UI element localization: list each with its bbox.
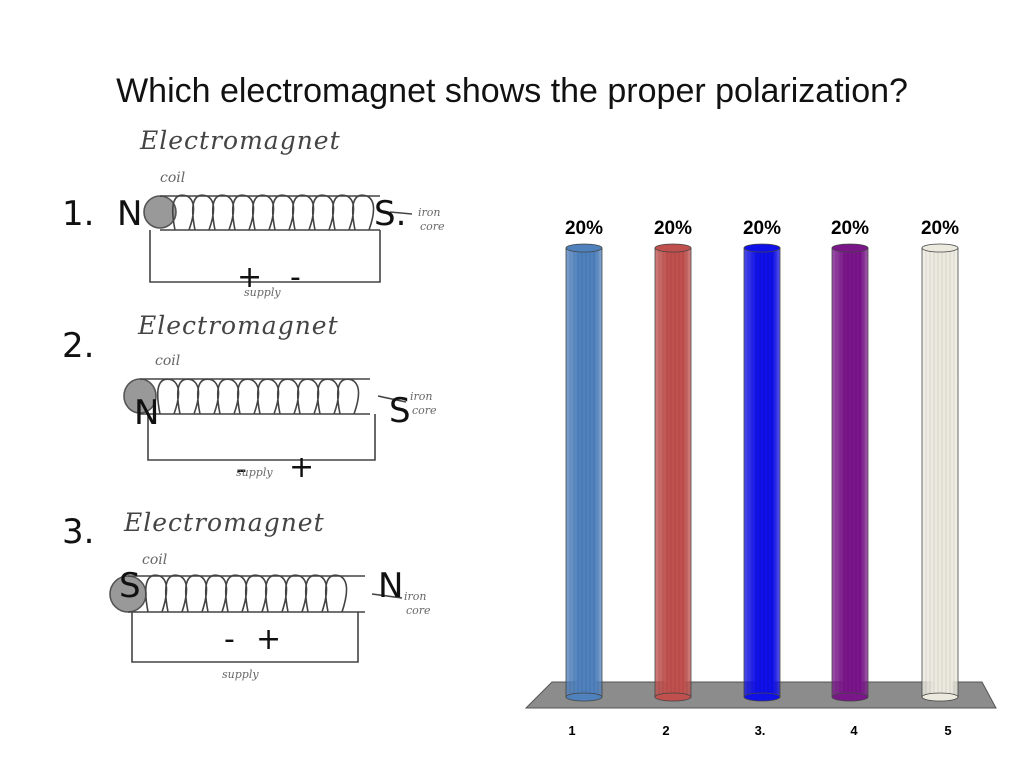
bar-2 <box>654 243 692 702</box>
supply-label: supply <box>244 286 281 299</box>
bar-value-label: 20% <box>831 218 869 239</box>
supply-sign-right: + <box>256 622 282 657</box>
diagram-heading: Electromagnet <box>124 508 325 537</box>
category-label: 1 <box>568 723 575 738</box>
left-pole-label: N <box>134 393 160 433</box>
bar-value-label: 20% <box>743 218 781 239</box>
category-label: 4 <box>850 723 858 738</box>
supply-sign-right: + <box>289 450 315 485</box>
category-label: 3. <box>755 723 766 738</box>
core-label-bottom: core <box>406 604 431 617</box>
electromagnet-sketches <box>109 194 413 663</box>
core-label-bottom: core <box>420 220 445 233</box>
right-pole-label: S <box>389 391 411 431</box>
supply-label: supply <box>236 466 273 479</box>
diagram-heading: Electromagnet <box>140 126 341 155</box>
diagram-heading: Electromagnet <box>138 311 339 340</box>
bar-1 <box>565 243 603 702</box>
supply-sign-left: - <box>224 622 235 657</box>
coil-label: coil <box>155 353 181 369</box>
right-pole-label: N <box>378 566 404 606</box>
bar-value-label: 20% <box>565 218 603 239</box>
left-pole-label: N <box>117 194 143 234</box>
left-pole-label: S <box>119 566 141 606</box>
core-label-top: iron <box>410 390 433 403</box>
core-label-bottom: core <box>412 404 437 417</box>
supply-sign-left: - <box>236 452 247 487</box>
bar-3 <box>743 243 781 702</box>
supply-sign-left: + <box>237 260 263 295</box>
supply-label: supply <box>222 668 259 681</box>
supply-sign-right: - <box>290 260 301 295</box>
category-label: 2 <box>662 723 669 738</box>
coil-label: coil <box>160 170 186 186</box>
bar-value-label: 20% <box>654 218 692 239</box>
question-title: Which electromagnet shows the proper pol… <box>116 72 908 110</box>
bar-4 <box>831 243 869 702</box>
bar-value-label: 20% <box>921 218 959 239</box>
option-number: 2. <box>62 326 95 366</box>
coil-label: coil <box>142 552 168 568</box>
bar-5 <box>921 243 959 702</box>
core-label-top: iron <box>418 206 441 219</box>
core-label-top: iron <box>404 590 427 603</box>
right-pole-label: S. <box>374 194 407 234</box>
option-number: 3. <box>62 512 95 552</box>
category-label: 5 <box>944 723 951 738</box>
option-number: 1. <box>62 194 95 234</box>
